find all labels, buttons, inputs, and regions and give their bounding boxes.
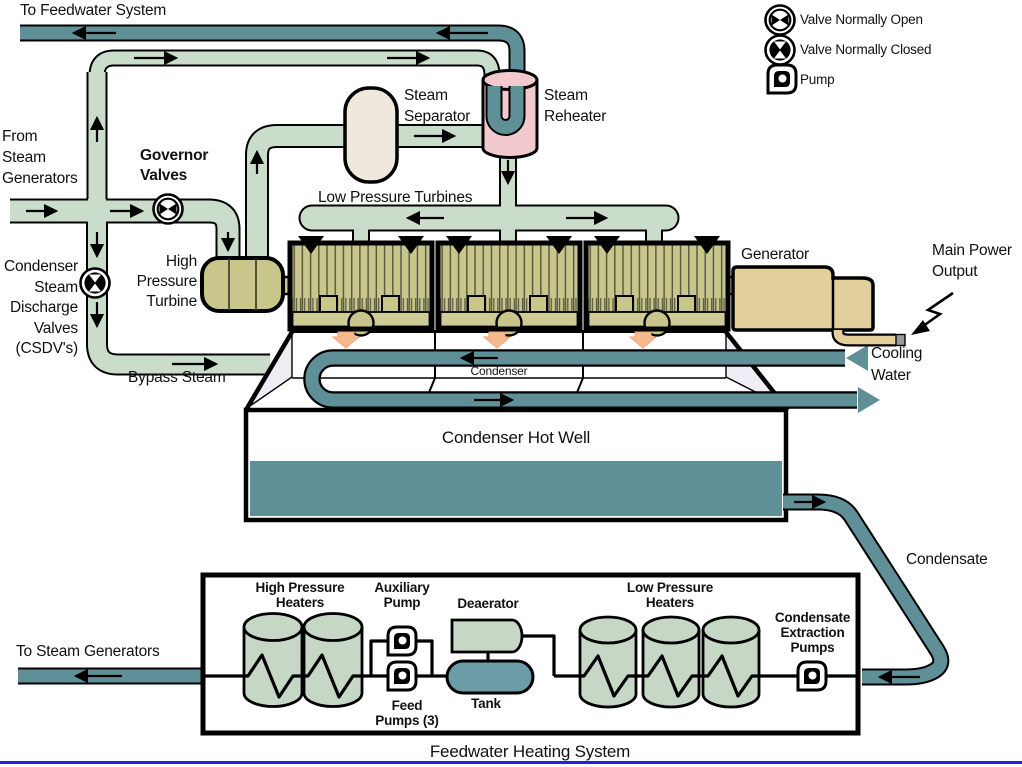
cooling-water-tube [303,349,857,409]
label-from-steam-generators: From Steam Generators [2,128,78,187]
label-hp-heaters: High Pressure Heaters [255,580,345,610]
cooling-water-out-arrow [858,387,880,413]
lp-turbine-3 [586,236,728,336]
legend-valve-open-icon [764,4,796,36]
legend-icons [764,4,798,95]
label-csdv: Condenser Steam Discharge Valves (CSDV's… [3,258,78,357]
auxiliary-pump-icon [386,625,418,657]
governor-valve-icon [152,193,184,225]
label-bypass-steam: Bypass Steam [128,369,226,386]
label-to-steam-generators: To Steam Generators [16,643,160,660]
label-steam-reheater: Steam Reheater [544,87,607,125]
label-hp-turbine: High Pressure Turbine [136,253,198,310]
label-main-power-output: Main Power Output [932,242,1012,280]
cooling-water-in-arrow [846,345,868,371]
bottom-rule [0,761,1022,764]
lp-turbine-1 [290,236,432,336]
label-lp-turbines: Low Pressure Turbines [318,189,473,206]
label-condensate: Condensate [906,551,988,568]
generator-body [731,265,875,332]
steam-separator-vessel [343,86,399,184]
label-cooling-water: Cooling Water [871,345,923,384]
legend-pump-icon [766,63,798,95]
label-steam-separator: Steam Separator [404,87,471,125]
condenser-hot-well [243,407,789,523]
legend-valve-open-label: Valve Normally Open [800,12,923,27]
flow-arrows [26,25,920,685]
feed-pump-icon [386,660,418,692]
csdv-valve-icon [79,267,111,299]
label-to-feedwater-system: To Feedwater System [20,2,167,19]
label-tank: Tank [471,696,501,711]
condensate-pipe [783,493,950,686]
lp-turbine-2 [438,236,580,336]
label-feed-pumps: Feed Pumps (3) [375,698,439,728]
label-generator: Generator [741,246,809,263]
label-governor-valves: Governor Valves [140,147,209,184]
label-lp-heaters: Low Pressure Heaters [626,580,714,610]
deaerator-vessel [450,618,524,654]
label-condensate-extraction-pumps: Condensate Extraction Pumps [774,610,851,655]
hp-turbine-body [200,256,285,313]
reheater-u-tube [485,86,526,136]
label-auxiliary-pump: Auxiliary Pump [374,580,430,610]
legend-pump-label: Pump [800,72,835,87]
legend-valve-closed-label: Valve Normally Closed [800,42,932,57]
label-deaerator: Deaerator [457,596,519,611]
label-condenser-hot-well: Condenser Hot Well [441,428,591,447]
tank-vessel [445,659,535,695]
feedwater-vessels [242,612,761,709]
label-feedwater-heating-system: Feedwater Heating System [429,742,631,761]
legend-valve-closed-icon [764,34,796,66]
power-output-line [831,330,906,347]
label-condenser: Condenser [470,364,528,378]
condensate-extraction-pump-icon [796,660,828,692]
lightning-bolt-icon [911,291,954,335]
feedwater-lines [203,634,856,699]
